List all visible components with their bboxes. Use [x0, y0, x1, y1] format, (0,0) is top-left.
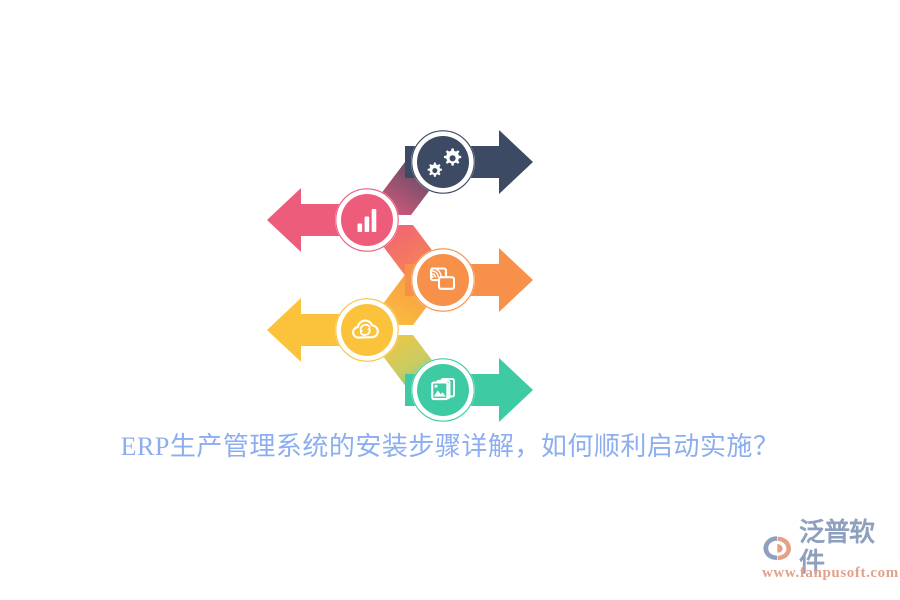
photo-stack-icon: [431, 378, 455, 401]
node-cloud-sync[interactable]: [267, 298, 399, 362]
node-gears-circle: [417, 136, 469, 188]
node-screencast[interactable]: [405, 248, 533, 312]
fanpu-logo-icon: [762, 533, 796, 563]
wireless-display-icon: [429, 267, 456, 290]
node-gears[interactable]: [405, 130, 533, 194]
node-cloud-sync-outline: [335, 298, 399, 362]
node-screencast-outline: [411, 248, 475, 312]
bar-chart-icon: [357, 209, 377, 232]
process-infographic: [255, 120, 545, 422]
watermark-brand-row: 泛普软件: [762, 518, 898, 578]
node-cloud-sync-circle: [341, 304, 393, 356]
watermark-url: www.fanpusoft.com: [762, 565, 899, 581]
watermark-brand-name: 泛普软件: [799, 518, 875, 578]
cloud-sync-icon: [352, 319, 379, 339]
gears-icon: [427, 148, 462, 177]
watermark: 泛普软件 www.fanpusoft.com: [762, 518, 899, 592]
node-gears-outline: [411, 130, 475, 194]
node-bar-chart-outline: [335, 188, 399, 252]
page-title: ERP生产管理系统的安装步骤详解，如何顺利启动实施？: [120, 432, 780, 461]
node-bar-chart[interactable]: [267, 188, 399, 252]
node-photos-outline: [411, 358, 475, 422]
node-photos[interactable]: [405, 358, 533, 422]
